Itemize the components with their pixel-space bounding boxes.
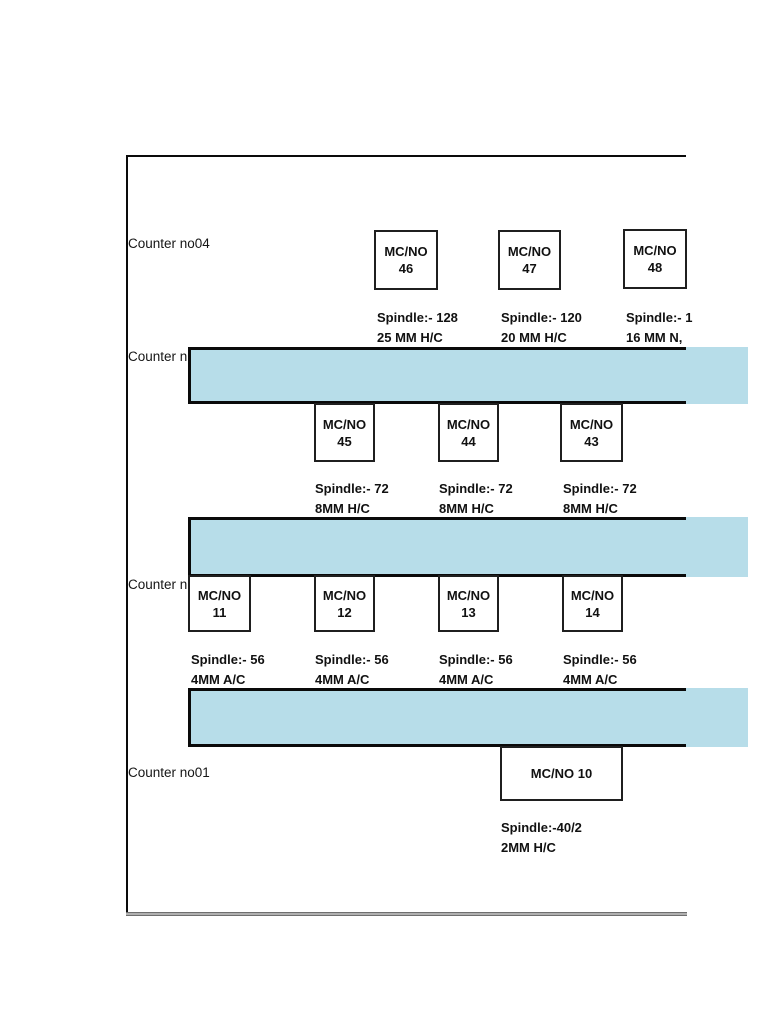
counter-label-no01: Counter no01: [128, 765, 210, 780]
spindle-info-10: Spindle:-40/2 2MM H/C: [501, 818, 582, 857]
spindle-info-48: Spindle:- 1 16 MM N,: [626, 308, 692, 347]
spindle-gauge: 4MM A/C: [439, 671, 494, 687]
spindle-gauge: 8MM H/C: [315, 500, 370, 516]
spindle-info-46: Spindle:- 128 25 MM H/C: [377, 308, 458, 347]
machine-number: 46: [398, 261, 414, 276]
counter-belt-3-border: [188, 688, 686, 747]
counter-belt-3-fill: [188, 688, 748, 747]
spindle-count: Spindle:- 56: [439, 652, 513, 667]
spindle-info-43: Spindle:- 72 8MM H/C: [563, 479, 637, 518]
machine-number: 45: [337, 433, 352, 449]
spindle-count: Spindle:- 72: [315, 481, 389, 496]
counter-belt-1-border: [188, 347, 686, 404]
machine-label: MC/NO 10: [530, 766, 593, 781]
spindle-count: Spindle:-40/2: [501, 820, 582, 835]
spindle-count: Spindle:- 72: [563, 481, 637, 496]
machine-label: MC/NO: [633, 243, 677, 258]
machine-label: MC/NO: [446, 416, 491, 432]
machine-box-48: MC/NO 48: [623, 229, 687, 289]
machine-label: MC/NO: [570, 587, 615, 603]
machine-box-13: MC/NO 13: [438, 575, 499, 632]
machine-box-43: MC/NO 43: [560, 403, 623, 462]
counter-label-no04: Counter no04: [128, 236, 210, 251]
machine-label: MC/NO: [446, 587, 491, 603]
machine-box-10: MC/NO 10: [500, 746, 623, 801]
counter-label-no02: Counter n: [128, 577, 188, 592]
page-top-border: [126, 155, 686, 157]
machine-label: MC/NO: [322, 587, 367, 603]
page-left-border: [126, 155, 128, 915]
spindle-count: Spindle:- 1: [626, 310, 693, 325]
machine-box-45: MC/NO 45: [314, 403, 375, 462]
counter-belt-2-border: [188, 517, 686, 577]
machine-box-46: MC/NO 46: [374, 230, 438, 290]
spindle-info-13: Spindle:- 56 4MM A/C: [439, 650, 513, 689]
spindle-gauge: 4MM A/C: [563, 671, 618, 687]
machine-label: MC/NO: [569, 416, 614, 432]
spindle-info-44: Spindle:- 72 8MM H/C: [439, 479, 513, 518]
spindle-info-45: Spindle:- 72 8MM H/C: [315, 479, 389, 518]
machine-label: MC/NO: [507, 244, 552, 259]
counter-belt-2-fill: [188, 517, 748, 577]
spindle-count: Spindle:- 56: [563, 652, 637, 667]
machine-label: MC/NO: [197, 587, 242, 603]
spindle-gauge: 16 MM N,: [626, 329, 683, 345]
spindle-gauge: 4MM A/C: [191, 671, 246, 687]
machine-number: 48: [647, 260, 663, 275]
machine-number: 43: [584, 433, 599, 449]
spindle-count: Spindle:- 56: [191, 652, 265, 667]
machine-box-14: MC/NO 14: [562, 575, 623, 632]
spindle-gauge: 20 MM H/C: [501, 329, 567, 345]
machine-number: 14: [585, 604, 600, 620]
spindle-info-47: Spindle:- 120 20 MM H/C: [501, 308, 582, 347]
spindle-gauge: 8MM H/C: [563, 500, 618, 516]
spindle-info-14: Spindle:- 56 4MM A/C: [563, 650, 637, 689]
spindle-gauge: 8MM H/C: [439, 500, 494, 516]
spindle-count: Spindle:- 128: [377, 310, 458, 325]
machine-box-44: MC/NO 44: [438, 403, 499, 462]
machine-number: 11: [212, 604, 227, 620]
spindle-gauge: 2MM H/C: [501, 839, 556, 855]
counter-belt-1-fill: [188, 347, 748, 404]
machine-box-12: MC/NO 12: [314, 575, 375, 632]
machine-label: MC/NO: [384, 244, 428, 259]
spindle-info-12: Spindle:- 56 4MM A/C: [315, 650, 389, 689]
page-bottom-edge: [126, 912, 687, 916]
spindle-count: Spindle:- 72: [439, 481, 513, 496]
machine-number: 44: [461, 433, 476, 449]
machine-box-47: MC/NO 47: [498, 230, 561, 290]
machine-box-11: MC/NO 11: [188, 575, 251, 632]
machine-label: MC/NO: [322, 416, 367, 432]
spindle-gauge: 25 MM H/C: [377, 329, 443, 345]
spindle-info-11: Spindle:- 56 4MM A/C: [191, 650, 265, 689]
counter-label-no03: Counter n: [128, 349, 188, 364]
spindle-gauge: 4MM A/C: [315, 671, 370, 687]
machine-number: 47: [522, 261, 537, 276]
machine-number: 12: [337, 604, 352, 620]
machine-number: 13: [461, 604, 476, 620]
spindle-count: Spindle:- 56: [315, 652, 389, 667]
spindle-count: Spindle:- 120: [501, 310, 582, 325]
